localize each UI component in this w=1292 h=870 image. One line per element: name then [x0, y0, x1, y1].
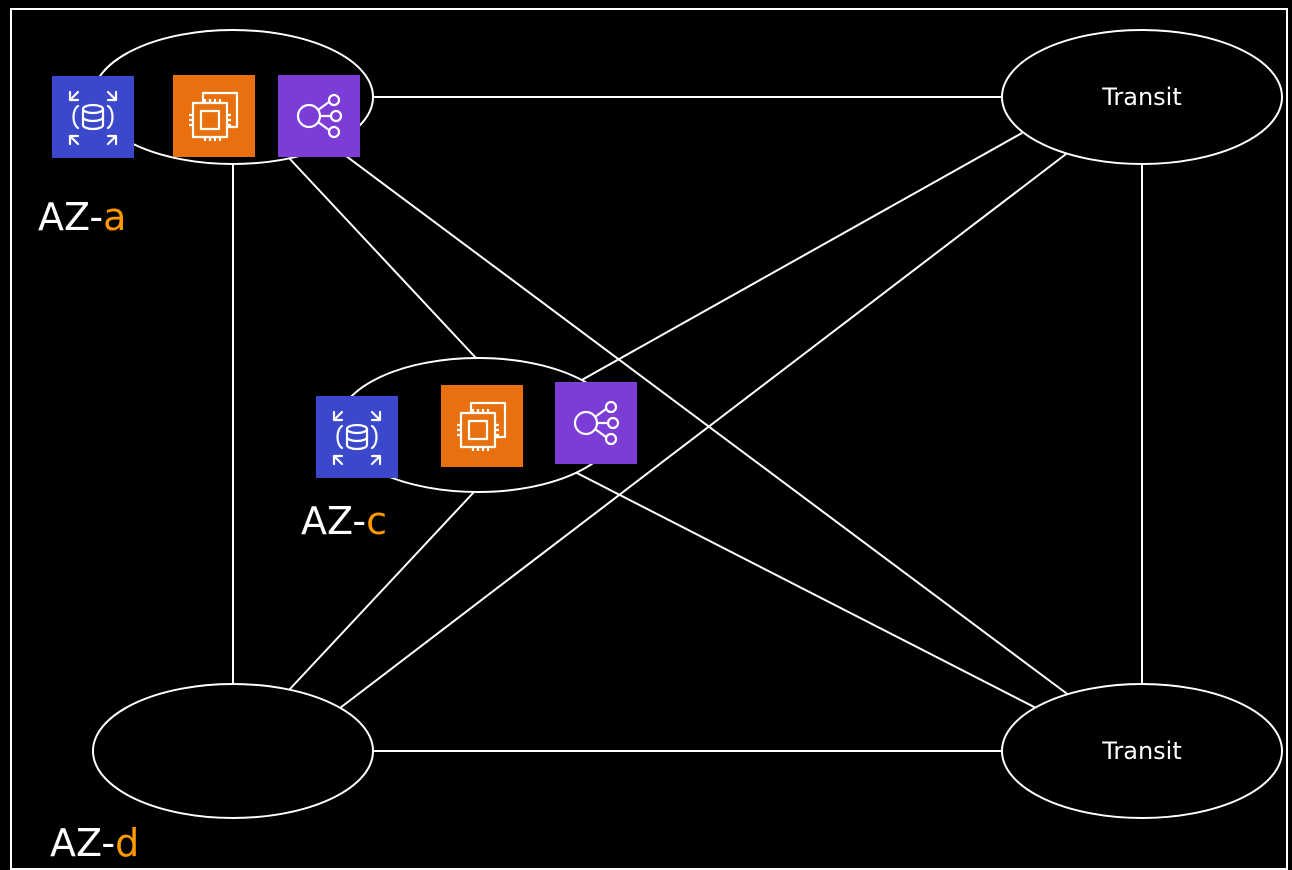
az-a-prefix: AZ- [38, 195, 104, 239]
transit-bottom-label: Transit [1101, 737, 1182, 765]
edge-az-a-to-transit-bottom [337, 149, 1071, 697]
az-a-label: AZ-a [38, 198, 126, 236]
rds-icon [314, 394, 400, 480]
node-transit-top: Transit [1001, 29, 1283, 165]
az-d-prefix: AZ- [50, 821, 116, 865]
ec2-icon [439, 383, 525, 469]
az-c-prefix: AZ- [301, 499, 367, 543]
node-az-c [314, 357, 639, 493]
az-d-suffix: d [115, 821, 140, 865]
edges [232, 96, 1143, 752]
elb-icon [276, 73, 362, 159]
edge-transit-top-to-az-d [339, 150, 1071, 709]
edge-transit-top-to-az-c [579, 132, 1023, 382]
edge-az-c-to-az-d [288, 491, 475, 691]
az-c-label: AZ-c [301, 502, 387, 540]
az-d-label: AZ-d [50, 824, 139, 862]
node-transit-bottom: Transit [1001, 683, 1283, 819]
edge-az-a-to-az-c [288, 157, 477, 359]
node-az-a [50, 29, 374, 165]
edge-az-c-to-transit-bottom [572, 470, 1041, 711]
transit-bottom-ellipse [1001, 683, 1283, 819]
ec2-icon [171, 73, 257, 159]
az-d-ellipse [92, 683, 374, 819]
node-az-d [92, 683, 374, 819]
transit-top-label: Transit [1101, 83, 1182, 111]
elb-icon [553, 380, 639, 466]
az-c-suffix: c [366, 499, 387, 543]
rds-icon [50, 74, 136, 160]
az-a-suffix: a [103, 195, 127, 239]
transit-top-ellipse [1001, 29, 1283, 165]
